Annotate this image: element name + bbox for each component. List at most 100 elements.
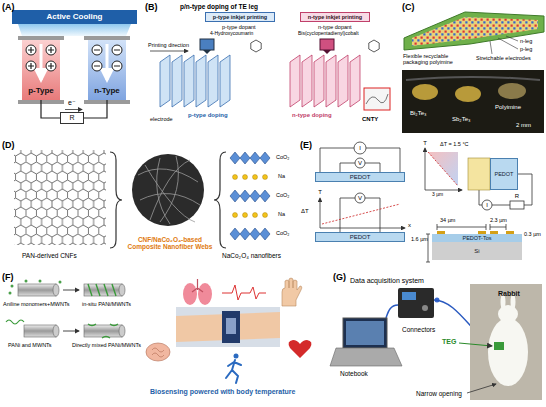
text-label: Na xyxy=(278,173,285,179)
text-label: CoO₂ xyxy=(276,154,289,160)
art-rect xyxy=(346,321,384,345)
art-g xyxy=(320,142,532,262)
art-g xyxy=(26,45,122,71)
art-path xyxy=(230,152,270,164)
art-rect xyxy=(343,318,387,348)
text-label: T xyxy=(423,140,427,147)
art-ellipse xyxy=(183,283,197,305)
node-text: Si xyxy=(474,248,479,255)
text-label: Notebook xyxy=(340,370,368,377)
art-rect xyxy=(494,342,504,350)
text-label: (D) xyxy=(2,140,15,150)
text-label: 2.3 µm xyxy=(490,217,507,223)
art-circle xyxy=(25,280,28,283)
text-label: 3 µm xyxy=(432,192,443,198)
art-polygon xyxy=(323,50,331,54)
art-rect xyxy=(22,40,60,100)
art-path xyxy=(406,77,540,80)
text-label: TEG xyxy=(442,338,456,346)
art-ellipse xyxy=(119,284,125,296)
node-text: PEDOT xyxy=(350,174,371,181)
art-circle xyxy=(59,281,62,284)
art-circle xyxy=(422,305,428,311)
art-polygon xyxy=(184,55,194,107)
text-label: x xyxy=(408,222,411,229)
art-path xyxy=(88,324,118,338)
text-label: Bis(cyclopentadienyl)cobalt xyxy=(298,31,359,37)
art-ellipse xyxy=(488,318,528,386)
art-circle xyxy=(233,175,238,180)
art-rect xyxy=(84,36,130,40)
art-polygon xyxy=(428,152,458,186)
art-polygon xyxy=(314,55,324,107)
art-path xyxy=(425,148,426,190)
wire xyxy=(84,100,107,118)
art-g xyxy=(230,152,270,240)
pedot-film: PEDOT xyxy=(315,172,405,182)
art-ellipse xyxy=(119,325,125,337)
text-label: e⁻ xyxy=(68,99,76,107)
art-g xyxy=(290,55,360,107)
art-circle xyxy=(355,193,365,203)
art-path xyxy=(366,94,388,104)
art-ellipse xyxy=(198,283,212,305)
art-circle xyxy=(11,285,14,288)
art-polygon xyxy=(369,40,379,52)
art-circle xyxy=(234,354,239,359)
art-rect xyxy=(176,307,280,347)
art-circle xyxy=(263,175,268,180)
text-label: n-type dopant xyxy=(318,24,352,30)
art-ellipse xyxy=(455,86,481,102)
art-rect xyxy=(200,39,214,50)
text-label: p-type dopant xyxy=(222,24,256,30)
node-text: R xyxy=(69,114,74,122)
resistor-box: R xyxy=(60,112,84,124)
text-label: PANi and MWNTs xyxy=(8,342,52,348)
text-label: 34 µm xyxy=(440,217,455,223)
text-label: Aniline monomers+MWNTs xyxy=(3,301,69,307)
art-path xyxy=(214,152,226,248)
node-text: PEDOT xyxy=(495,171,514,177)
art-line xyxy=(490,41,492,54)
text-label: n-type doping xyxy=(292,112,332,119)
substrate-layer: Si xyxy=(432,242,522,260)
art-line xyxy=(40,44,43,80)
art-path xyxy=(386,305,398,318)
text-label: CoO₂ xyxy=(276,192,289,198)
node-text: Active Cooling xyxy=(46,13,102,22)
p-type-leg: p-Type xyxy=(22,40,60,100)
art-polygon xyxy=(196,55,206,107)
art-g xyxy=(160,55,230,107)
text-label: Polyimine xyxy=(495,104,521,111)
art-rect xyxy=(510,201,524,209)
text-label: Connectors xyxy=(402,326,435,333)
art-ellipse xyxy=(53,284,59,296)
text-label: (A) xyxy=(2,2,15,12)
text-label: T xyxy=(318,189,322,196)
art-path xyxy=(88,284,116,296)
art-polygon xyxy=(251,40,261,52)
text-label: Na xyxy=(278,211,285,217)
art-g xyxy=(9,280,62,295)
art-rect xyxy=(402,292,416,300)
text-label: CNTY xyxy=(362,116,378,123)
art-polygon xyxy=(412,17,538,46)
process-box: p-type inkjet printing xyxy=(205,12,275,22)
text-label: Directly mixed PANi/MWNTs xyxy=(72,342,141,348)
art-circle xyxy=(243,175,248,180)
text-label: Sb₂Te₃ xyxy=(452,116,470,123)
art-g xyxy=(233,175,268,218)
art-polygon xyxy=(338,55,348,107)
text-label: Flexible recyclable packaging polyimine xyxy=(403,53,471,66)
art-ellipse xyxy=(412,84,438,100)
art-path xyxy=(94,50,120,66)
art-polygon xyxy=(18,24,131,36)
text-label: Narrow opening xyxy=(416,390,462,397)
text-label: Stretchable electrodes xyxy=(476,55,531,61)
text-label: I xyxy=(486,202,488,209)
node-text: n-Type xyxy=(94,87,120,96)
text-label: p/n-type doping of TE leg xyxy=(180,3,258,10)
art-polygon xyxy=(302,55,312,107)
